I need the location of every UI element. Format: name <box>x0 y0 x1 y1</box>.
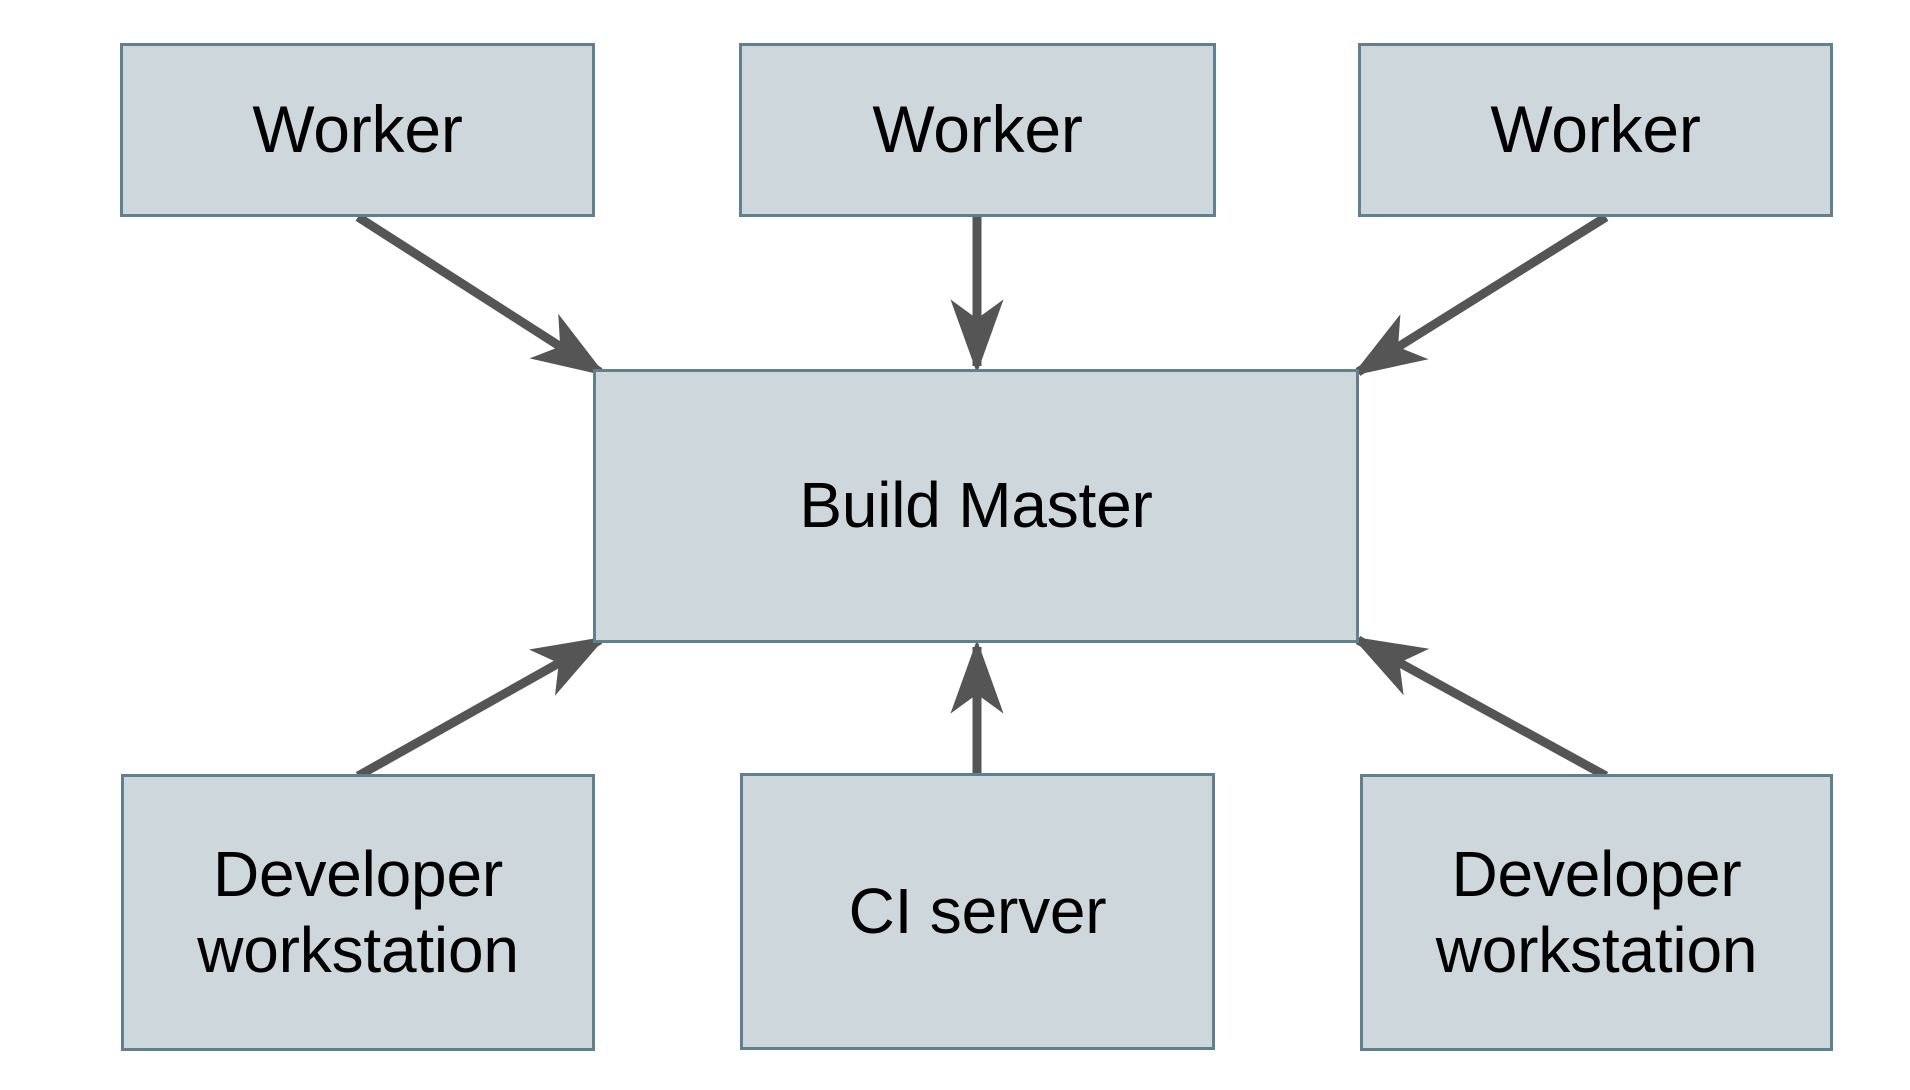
node-ci-server-label: CI server <box>848 874 1107 947</box>
edge-dev-ws-right-to-build-master <box>1351 636 1609 780</box>
edge-worker-3-to-build-master <box>1351 213 1609 376</box>
node-build-master[interactable]: Build Master <box>593 369 1359 643</box>
node-worker-1-label: Worker <box>252 92 463 167</box>
node-developer-workstation-right-label: Developer workstation <box>1435 837 1758 986</box>
node-developer-workstation-right[interactable]: Developer workstation <box>1360 774 1833 1051</box>
node-build-master-label: Build Master <box>799 469 1153 542</box>
node-developer-workstation-left-label: Developer workstation <box>197 837 519 986</box>
node-worker-1[interactable]: Worker <box>120 43 595 217</box>
node-worker-2-label: Worker <box>872 92 1083 167</box>
edge-worker-1-to-build-master <box>355 213 607 376</box>
node-worker-2[interactable]: Worker <box>739 43 1216 217</box>
node-worker-3[interactable]: Worker <box>1358 43 1833 217</box>
node-developer-workstation-left[interactable]: Developer workstation <box>121 774 595 1051</box>
node-worker-3-label: Worker <box>1490 92 1701 167</box>
edge-dev-ws-left-to-build-master <box>355 636 607 780</box>
node-ci-server[interactable]: CI server <box>740 773 1215 1050</box>
